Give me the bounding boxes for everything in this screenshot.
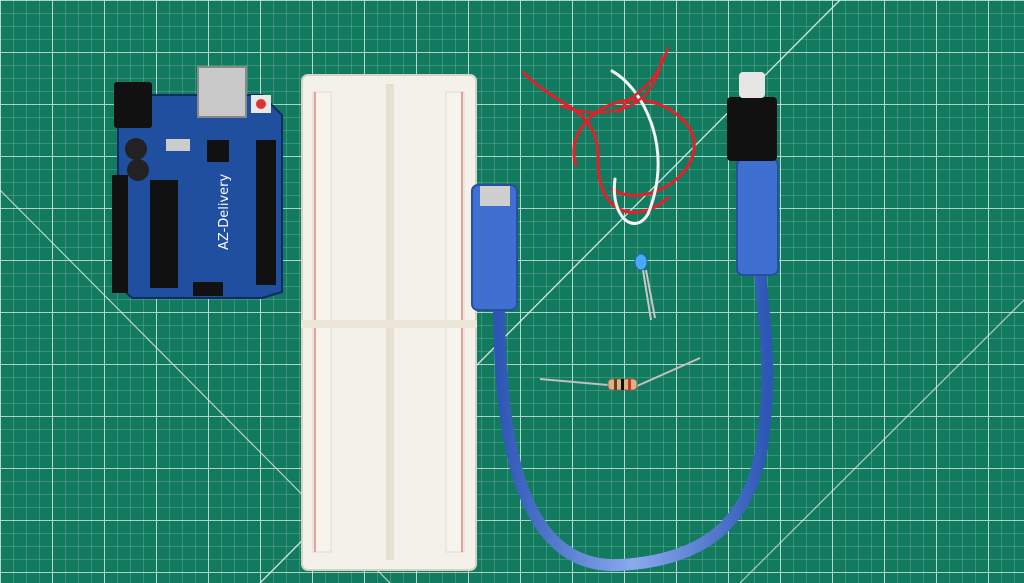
usb-port bbox=[197, 66, 247, 118]
usb-c-adapter bbox=[727, 97, 777, 161]
header-pins bbox=[256, 140, 276, 285]
chip bbox=[150, 180, 178, 288]
resistor bbox=[539, 357, 701, 391]
arduino-board: AZ-Delivery bbox=[112, 66, 283, 299]
barrel-jack bbox=[114, 82, 152, 128]
capacitor bbox=[127, 159, 149, 181]
brand-text: AZ-Delivery bbox=[217, 173, 232, 250]
breadboard bbox=[301, 74, 477, 571]
capacitor bbox=[125, 138, 147, 160]
header-pins bbox=[112, 175, 128, 293]
usb-b-connector bbox=[471, 184, 518, 311]
jumper-wires bbox=[522, 46, 696, 225]
led bbox=[634, 253, 656, 321]
usb-cable bbox=[471, 72, 779, 572]
usb-a-connector bbox=[736, 158, 779, 276]
